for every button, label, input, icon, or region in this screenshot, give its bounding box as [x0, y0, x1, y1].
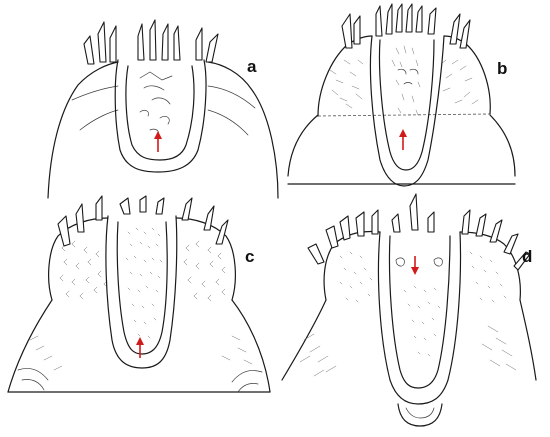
- panel-a-label: a: [247, 57, 257, 76]
- panel-c-lobe-spicules: [125, 227, 163, 339]
- panel-a-shoulder-left: [79, 109, 119, 131]
- panel-d-side-lobe-right: [459, 231, 521, 301]
- panel-c-side-lobe-right: [175, 217, 236, 301]
- panel-c-apical-setae: [57, 195, 229, 247]
- panel-b-lobe-outer: [369, 35, 445, 187]
- panel-c-outer-body: [7, 299, 271, 393]
- panel-d-lobe-inner: [388, 235, 451, 389]
- panel-b-side-lobe-left: [317, 35, 373, 117]
- panel-b-lobe-inner: [378, 39, 435, 171]
- panel-b-hairs-right: [440, 59, 479, 105]
- panel-d-lobe-outer: [377, 231, 462, 405]
- panel-a-lobe-sculpture: [139, 71, 173, 135]
- panel-c-arrow: [136, 337, 144, 358]
- panel-b-hairs-left: [329, 59, 364, 109]
- panel-d-arrow: [411, 256, 419, 275]
- panel-d-outer-body: [281, 299, 537, 381]
- panel-c-side-lobe-left: [48, 217, 109, 301]
- panel-b-label: b: [497, 59, 507, 78]
- panel-a-outer-body: [47, 61, 279, 199]
- panel-c-label: c: [245, 247, 254, 266]
- panel-c-hair-fringe: [29, 335, 253, 371]
- panel-b-arrow: [399, 129, 407, 150]
- panel-d-spicules-right: [469, 251, 507, 303]
- panel-b-lobe-marks: [397, 68, 419, 85]
- panel-b-boundary-dashed: [317, 113, 491, 117]
- panel-d-lobe-spicules: [403, 285, 441, 357]
- panel-b-apical-setae: [341, 3, 471, 49]
- panel-c-lobe-outer: [105, 215, 178, 369]
- panel-c-cuticle-lines: [17, 368, 263, 393]
- panel-d-lobe-marks: [395, 257, 443, 267]
- panel-a-inner-contour: [71, 85, 256, 109]
- panel-d-basal-plate: [397, 403, 443, 427]
- panel-c-lobe-inner: [116, 221, 168, 355]
- panel-d: d: [281, 193, 537, 427]
- panel-d-spicules-left: [339, 251, 373, 303]
- panel-a-lobe-inner: [125, 65, 195, 161]
- panel-a-apical-setae: [83, 19, 219, 65]
- panel-b-outer-body: [287, 114, 516, 177]
- panel-c-spicules-left: [59, 240, 108, 300]
- panel-a-arrow: [154, 131, 162, 152]
- panel-a-shoulder-right: [207, 109, 249, 136]
- panel-d-basal-plate-inner: [405, 407, 435, 419]
- panel-d-label: d: [522, 247, 532, 266]
- panel-d-apical-setae: [307, 193, 531, 271]
- panel-a-lobe-outer: [114, 59, 207, 173]
- panel-b-lobe-sculpture: [391, 45, 421, 116]
- panel-a: a: [47, 19, 279, 199]
- panel-c-spicules-right: [183, 240, 226, 302]
- panel-b: b: [287, 3, 516, 187]
- panel-d-hair-right: [481, 325, 517, 371]
- panel-d-hair-left: [299, 333, 337, 377]
- panel-c: c: [7, 195, 271, 393]
